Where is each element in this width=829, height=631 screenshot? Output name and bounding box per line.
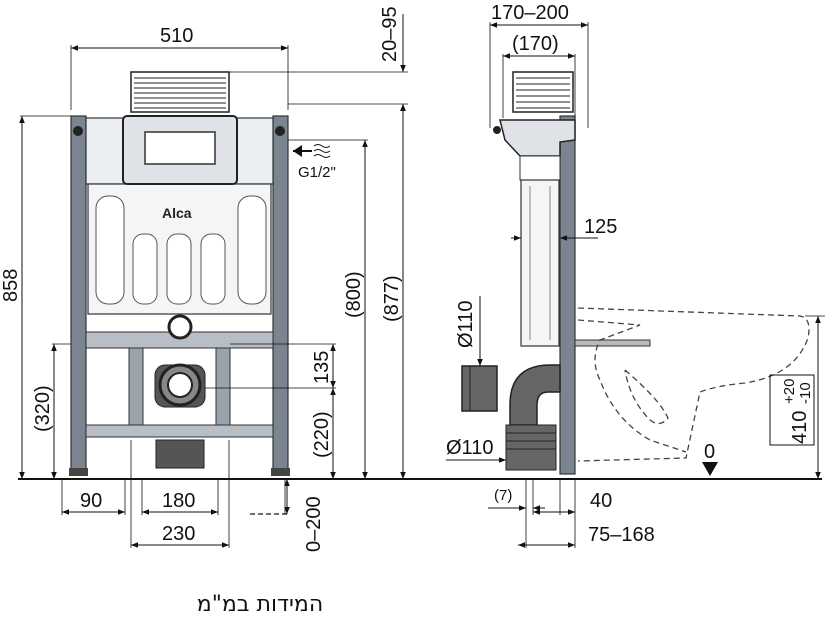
side-tank — [520, 179, 560, 347]
dim-bowl-tol-minus: -10 — [797, 382, 814, 404]
dim-depth-range: 170–200 — [491, 2, 569, 24]
dim-220: (220) — [311, 411, 333, 458]
dim-pipe-bottom: Ø110 — [446, 437, 493, 459]
toilet-bowl-outline — [577, 307, 810, 462]
dim-adjust-top: 20–95 — [379, 6, 401, 62]
dim-offset-7: (7) — [494, 487, 512, 504]
dim-bowl-height: 410 — [789, 411, 811, 444]
front-view: Alca G1/2" — [0, 6, 408, 552]
left-post — [70, 115, 87, 473]
dim-pipe-top: Ø110 — [455, 301, 477, 348]
dim-offset-40: 40 — [590, 490, 612, 512]
dim-offset-range: 75–168 — [588, 524, 655, 546]
side-view: 0 170–200 (170) 125 Ø110 Ø110 (7) 40 75–… — [446, 2, 825, 548]
units-caption: המידות במ"מ — [196, 592, 324, 617]
dim-bowl-tol-plus: +20 — [781, 379, 798, 404]
right-post — [272, 115, 289, 473]
side-post — [559, 115, 576, 475]
drain-elbow — [509, 364, 561, 426]
dim-frame-height: 858 — [0, 269, 22, 302]
floor-zero: 0 — [704, 441, 715, 463]
brand-logo: Alca — [162, 205, 192, 221]
dim-800: (800) — [343, 271, 365, 318]
water-inlet-icon — [293, 144, 331, 158]
dim-230: 230 — [162, 523, 195, 545]
dim-90: 90 — [80, 490, 102, 512]
dim-320: (320) — [32, 385, 54, 432]
dim-135: 135 — [311, 351, 333, 384]
dim-width-top: 510 — [160, 25, 193, 47]
dim-tank-depth: 125 — [584, 216, 617, 238]
inlet-label: G1/2" — [298, 164, 336, 181]
service-grille — [130, 71, 230, 113]
dim-180: 180 — [162, 490, 195, 512]
dim-leg-extension: 0–200 — [303, 496, 325, 552]
dim-877: (877) — [381, 275, 403, 322]
pipe-connector — [461, 365, 498, 412]
dim-depth-nominal: (170) — [512, 33, 559, 55]
